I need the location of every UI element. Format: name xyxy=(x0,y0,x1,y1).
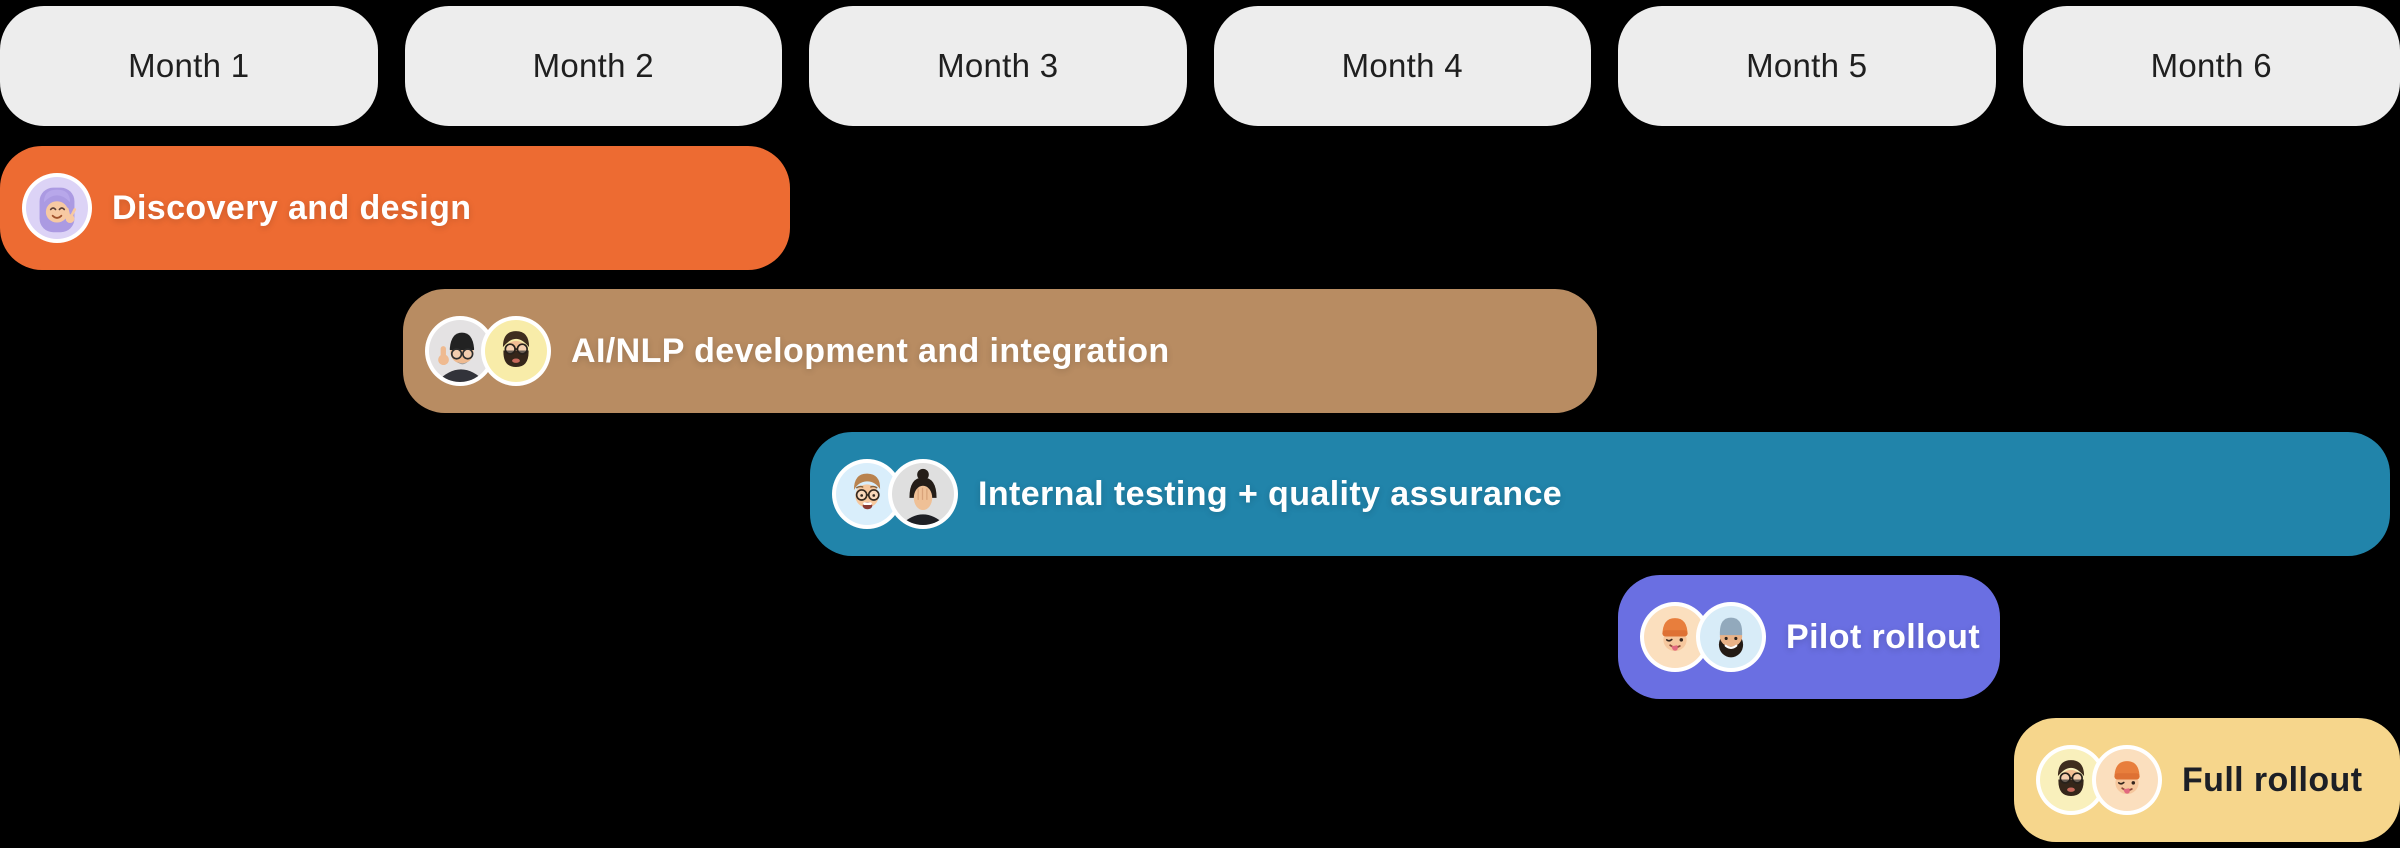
task-bar-pilot-rollout[interactable]: Pilot rollout xyxy=(1618,575,2000,699)
month-label: Month 1 xyxy=(128,47,250,84)
assignee-avatars xyxy=(26,177,88,239)
month-pill-3: Month 3 xyxy=(809,6,1187,126)
task-label: Discovery and design xyxy=(112,188,472,227)
task-bar-ai-nlp-development-and-integration[interactable]: AI/NLP development and integration xyxy=(403,289,1597,413)
task-label: Pilot rollout xyxy=(1786,617,1981,656)
assignee-avatars xyxy=(2040,749,2158,811)
avatar-man-beanie-thumbsup xyxy=(429,320,491,382)
task-label: AI/NLP development and integration xyxy=(571,331,1170,370)
month-pill-2: Month 2 xyxy=(404,6,782,126)
month-pill-1: Month 1 xyxy=(0,6,378,126)
avatar-man-roundglasses-excited xyxy=(836,463,898,525)
avatar-man-gray-beanie-beard xyxy=(1700,606,1762,668)
assignee-avatars xyxy=(836,463,954,525)
month-label: Month 4 xyxy=(1341,47,1463,84)
avatar-woman-purple-hair-peace xyxy=(26,177,88,239)
month-label: Month 6 xyxy=(2150,47,2272,84)
month-label: Month 2 xyxy=(532,47,654,84)
task-bar-full-rollout[interactable]: Full rollout xyxy=(2014,718,2400,842)
avatar-orange-beanie-wink xyxy=(2096,749,2158,811)
task-bar-internal-testing-quality-assurance[interactable]: Internal testing + quality assurance xyxy=(810,432,2390,556)
avatar-man-glasses-beard xyxy=(2040,749,2102,811)
month-pill-6: Month 6 xyxy=(2022,6,2400,126)
avatar-man-glasses-beard xyxy=(485,320,547,382)
assignee-avatars xyxy=(1644,606,1762,668)
avatar-person-bun-facepalm xyxy=(892,463,954,525)
month-pill-5: Month 5 xyxy=(1618,6,1996,126)
month-pill-4: Month 4 xyxy=(1213,6,1591,126)
assignee-avatars xyxy=(429,320,547,382)
task-label: Full rollout xyxy=(2182,760,2363,799)
month-label: Month 3 xyxy=(937,47,1059,84)
task-bar-discovery-and-design[interactable]: Discovery and design xyxy=(0,146,790,270)
avatar-orange-beanie-wink xyxy=(1644,606,1706,668)
month-header-row: Month 1 Month 2 Month 3 Month 4 Month 5 Month… xyxy=(0,6,2400,126)
task-label: Internal testing + quality assurance xyxy=(978,474,1563,513)
month-label: Month 5 xyxy=(1746,47,1868,84)
